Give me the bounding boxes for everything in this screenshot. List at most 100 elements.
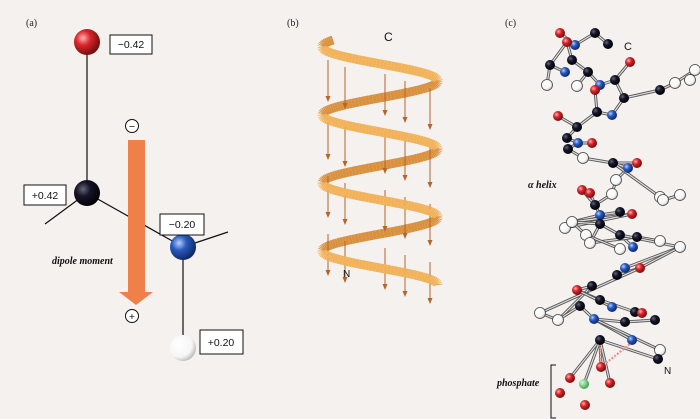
helix-ribbon-segment: [336, 50, 342, 61]
helix-ribbon-segment: [354, 190, 360, 201]
carbon-atom: [572, 122, 582, 132]
helix-ribbon-segment: [429, 81, 435, 91]
helix-ribbon-segment: [421, 68, 426, 78]
nitrogen-atom: [589, 314, 599, 324]
charge-box-hydrogen: [199, 329, 244, 355]
arrowhead-icon: [382, 168, 388, 174]
helix-ribbon-segment: [321, 243, 328, 252]
helix-ribbon-segment: [371, 262, 378, 272]
helix-ribbon-segment: [429, 149, 435, 159]
helix-ribbon-segment: [386, 264, 392, 275]
helix-ribbon-segment: [429, 71, 435, 81]
panel-b-label: (b): [287, 18, 299, 29]
helix-ribbon-segment: [410, 222, 416, 233]
helix-ribbon-segment: [430, 80, 436, 90]
arrowhead-icon: [342, 277, 348, 283]
helix-ribbon-segment: [371, 194, 378, 204]
helix-ribbon-segment: [322, 174, 329, 184]
helix-ribbon-segment: [430, 148, 436, 158]
minus-pole-icon: [125, 119, 139, 133]
bond-highlight: [583, 339, 601, 385]
helix-ribbon-segment: [320, 176, 327, 185]
helix-ribbon-segment: [339, 237, 345, 247]
helix-ribbon-segment: [418, 135, 424, 146]
bond-highlight: [569, 339, 601, 379]
dipole-moment-label: dipole moment: [52, 256, 114, 267]
arrowhead-icon: [325, 96, 331, 102]
helix-ribbon-segment: [319, 113, 327, 120]
helix-ribbon-segment: [379, 263, 385, 274]
bond-highlight: [585, 234, 621, 250]
helix-ribbon-segment: [432, 141, 439, 150]
helix-ribbon-segment: [361, 192, 367, 202]
helix-ribbon-segment: [368, 261, 374, 272]
helix-ribbon-segment: [368, 230, 374, 241]
helix-ribbon-segment: [324, 46, 330, 56]
bond-highlight: [593, 318, 661, 351]
helix-n-terminus: N: [343, 269, 350, 280]
helix-ribbon-segment: [344, 256, 350, 267]
helix-ribbon-segment: [413, 66, 419, 76]
helix-ribbon-segment: [406, 64, 413, 75]
helix-ribbon-segment: [379, 127, 385, 137]
helix-ribbon-segment: [329, 48, 335, 58]
arrowhead-icon: [342, 161, 348, 167]
carbon-atom: [615, 207, 625, 217]
helix-c-terminus: C: [384, 30, 393, 44]
carbon-atom: [620, 317, 630, 327]
helix-ribbon-segment: [339, 100, 345, 111]
helix-ribbon-segment: [433, 142, 440, 151]
helix-ribbon-segment: [324, 114, 330, 124]
charge-carbon: +0.42: [32, 190, 59, 202]
helix-ribbon-segment: [331, 103, 337, 113]
helix-ribbon-segment: [339, 255, 345, 265]
bond-highlight: [623, 89, 661, 99]
helix-ribbon-segment: [322, 242, 329, 252]
helix-ribbon-segment: [413, 222, 419, 232]
helix-ribbon-segment: [379, 160, 385, 171]
helix-ribbon-segment: [351, 190, 357, 200]
helix-ribbon-segment: [351, 98, 357, 108]
bond-highlight: [576, 289, 613, 308]
helix-ribbon-segment: [418, 67, 424, 78]
helix-ribbon-segment: [325, 37, 331, 47]
arrowhead-icon: [325, 270, 331, 276]
helix-ribbon-segment: [400, 267, 406, 278]
oxygen-atom: [585, 188, 595, 198]
helix-ribbon-segment: [371, 58, 378, 68]
arrowhead-icon: [342, 103, 348, 109]
panel-c-label: (c): [505, 18, 516, 29]
helix-ribbon-segment: [344, 120, 350, 131]
helix-ribbon-segment: [322, 106, 329, 116]
helix-ribbon-segment: [431, 80, 438, 89]
helix-ribbon-segment: [421, 83, 426, 94]
helix-ribbon-segment: [379, 195, 385, 206]
helix-ribbon-segment: [415, 153, 421, 163]
helix-ribbon-segment: [423, 83, 429, 93]
bond-highlight: [612, 162, 661, 198]
helix-ribbon-segment: [431, 216, 438, 225]
helix-ribbon-segment: [431, 140, 438, 150]
helix-ribbon-segment: [364, 231, 370, 242]
helix-ribbon-segment: [351, 234, 357, 244]
helix-ribbon-segment: [324, 106, 330, 115]
helix-ribbon-segment: [423, 219, 429, 229]
nitrogen-atom: [595, 210, 605, 220]
oxygen-atom: [596, 362, 606, 372]
plus-pole-icon: [125, 309, 139, 323]
helix-ribbon-segment: [334, 186, 339, 196]
helix-ribbon-segment: [364, 192, 370, 203]
helix-ribbon-segment: [339, 187, 345, 197]
helix-ribbon-segment: [336, 237, 342, 248]
helix-ribbon-segment: [379, 228, 385, 239]
helix-ribbon-segment: [379, 92, 385, 103]
helix-ribbon-segment: [327, 240, 333, 250]
carbon-atom: [575, 301, 585, 311]
helix-ribbon-segment: [393, 198, 399, 208]
helix-ribbon-segment: [432, 209, 439, 218]
arrowhead-icon: [427, 124, 433, 130]
helix-ribbon-segment: [433, 75, 441, 83]
helix-ribbon-segment: [321, 175, 328, 184]
carbon-atom: [595, 335, 605, 345]
helix-ribbon-segment: [354, 122, 360, 133]
